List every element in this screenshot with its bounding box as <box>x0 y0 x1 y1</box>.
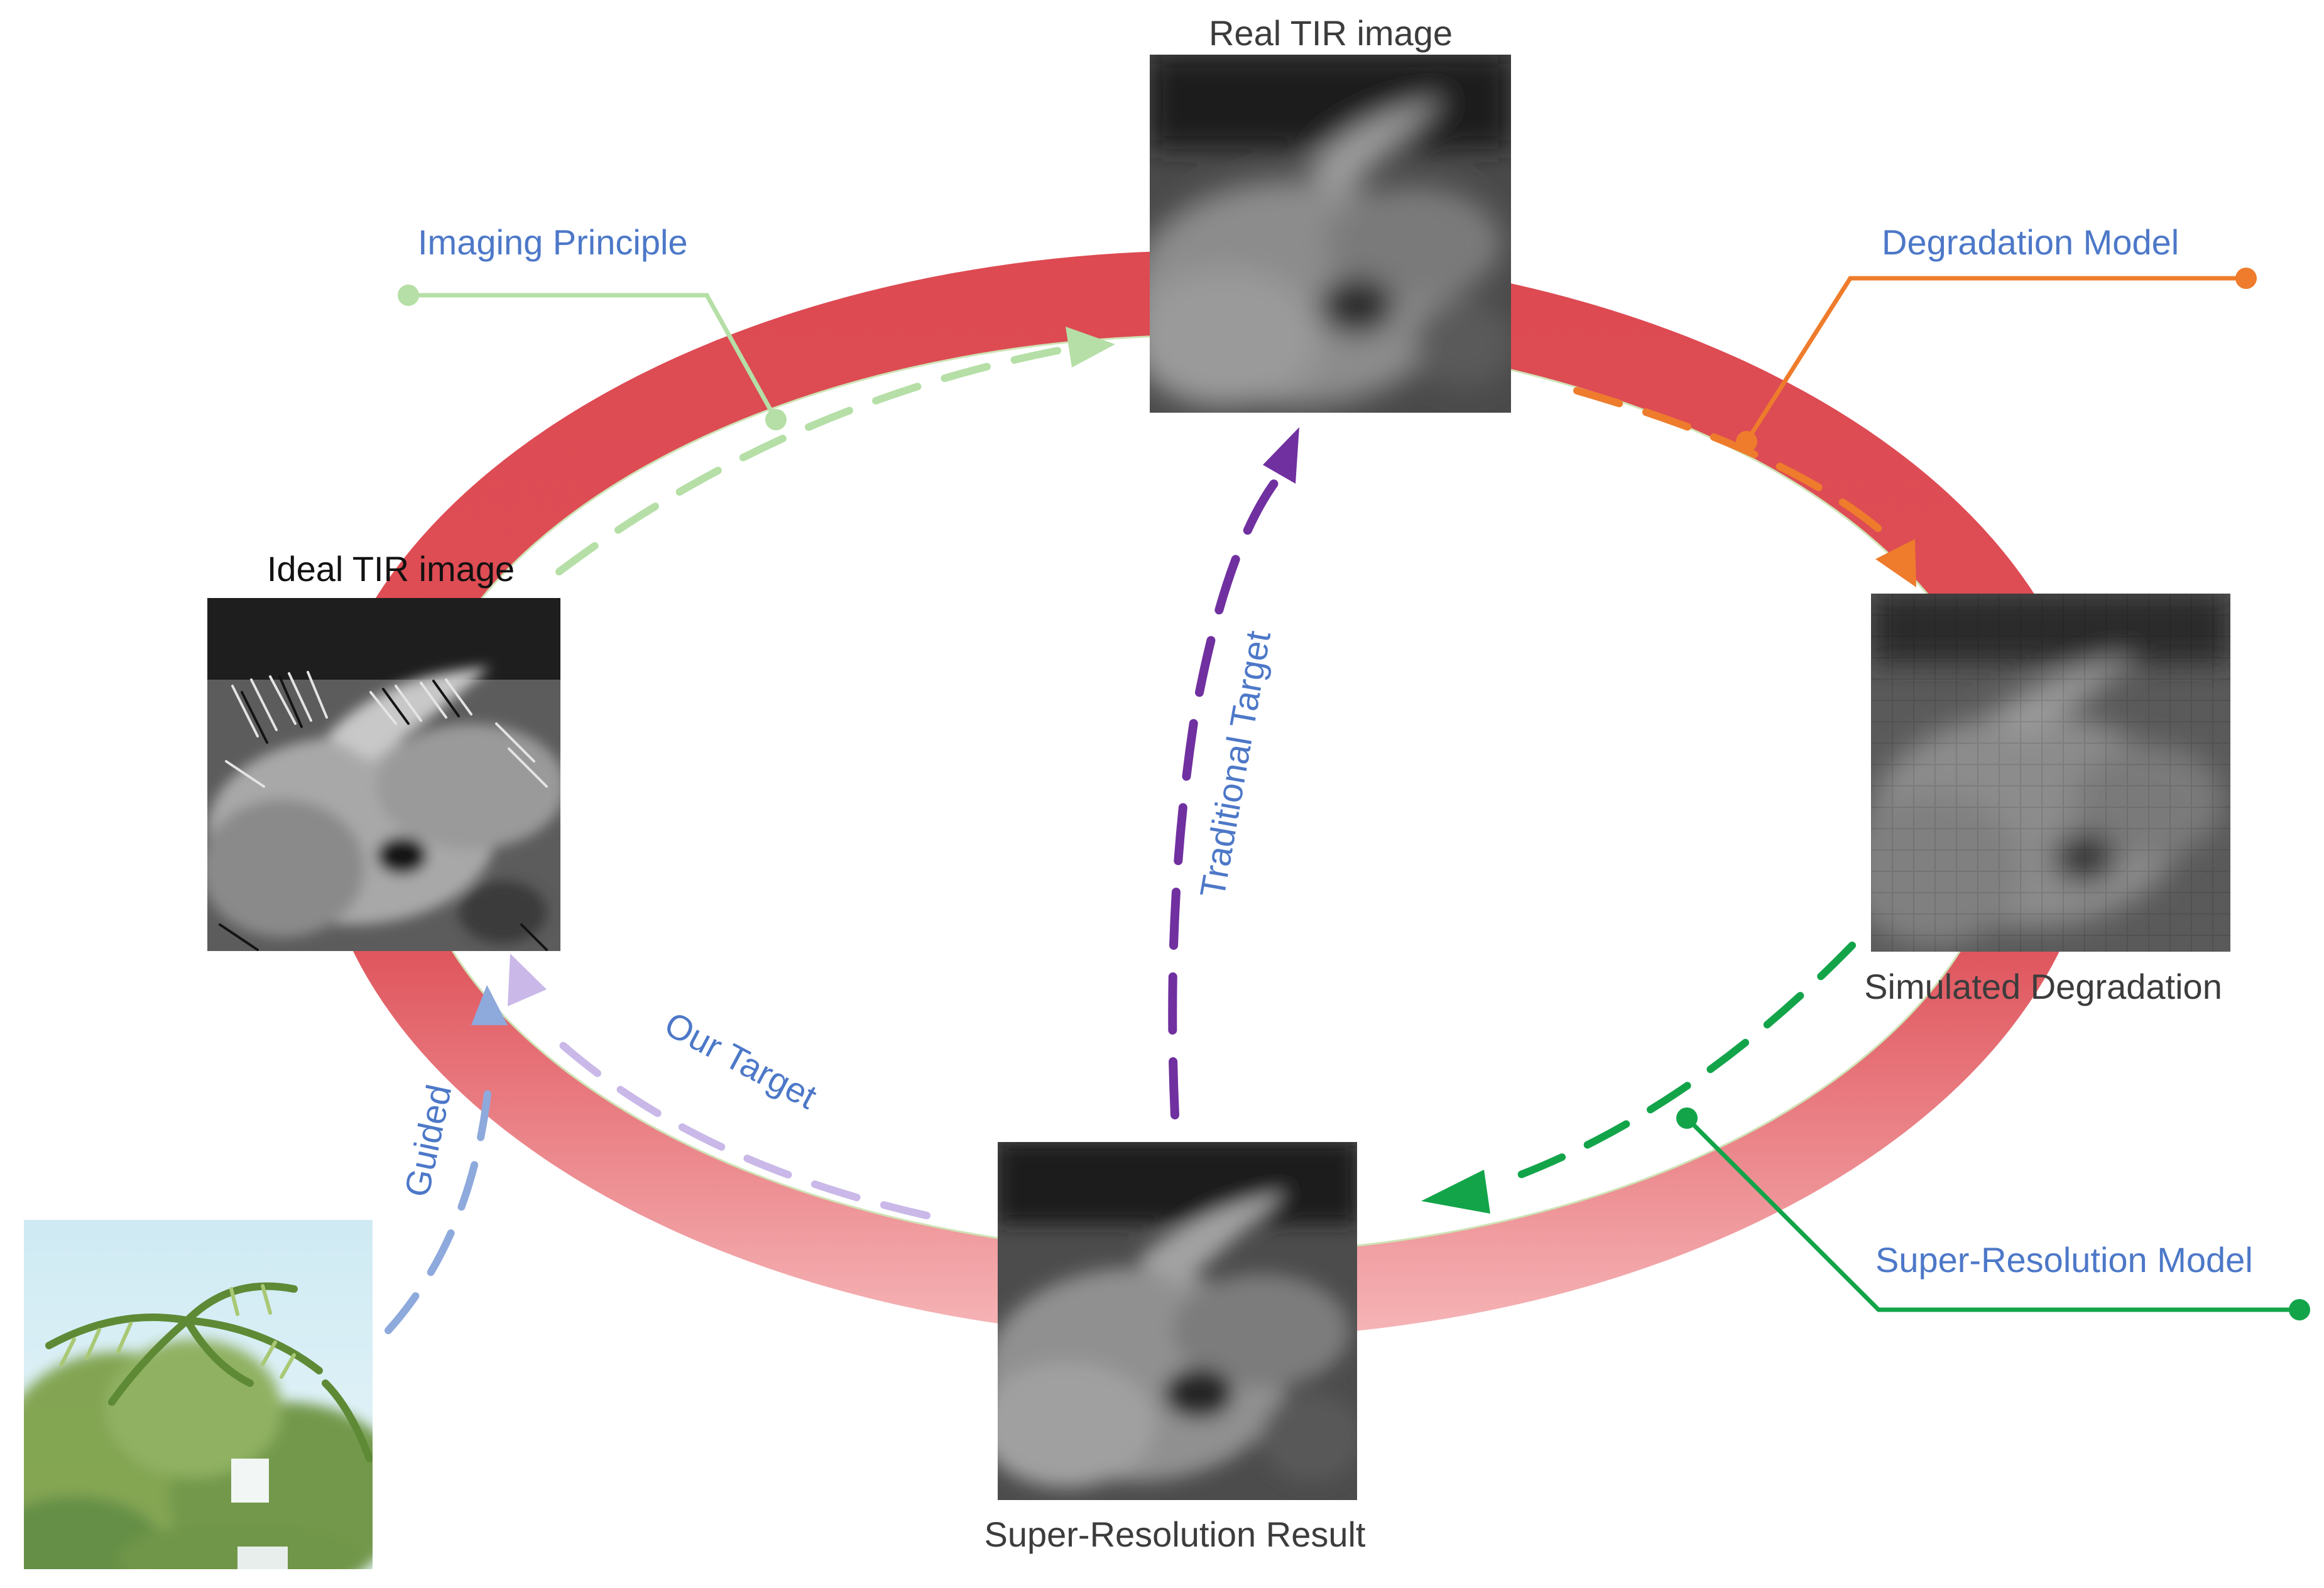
super-resolution-arrow <box>1421 942 1856 1214</box>
traditional-target-arrow <box>1168 427 1299 1119</box>
imaging-principle-label: Imaging Principle <box>418 222 688 262</box>
cycle-ring <box>315 251 2097 1339</box>
imaging-principle-arrow <box>555 327 1115 575</box>
simulated-degradation-image <box>1871 594 2230 952</box>
imaging-principle-leader <box>398 285 787 430</box>
visible-guide-photo <box>24 1220 373 1569</box>
guided-label: Guided <box>396 1081 459 1200</box>
super-resolution-result-image <box>998 1142 1357 1500</box>
simulated-degradation-label: Simulated Degradation <box>1864 967 2222 1006</box>
degradation-model-label: Degradation Model <box>1882 222 2179 262</box>
super-resolution-model-leader <box>1676 1107 2310 1320</box>
super-resolution-result-label: Super-Resolution Result <box>985 1515 1366 1554</box>
ideal-tir-label: Ideal TIR image <box>267 549 515 589</box>
real-tir-image <box>1150 55 1511 413</box>
real-tir-label: Real TIR image <box>1209 13 1453 53</box>
ideal-tir-image <box>207 598 560 951</box>
degradation-arrow <box>1573 387 1916 587</box>
degradation-model-leader <box>1736 268 2257 452</box>
our-target-arrow <box>508 954 930 1219</box>
super-resolution-model-label: Super-Resolution Model <box>1875 1240 2253 1280</box>
guided-arrow <box>385 985 508 1334</box>
